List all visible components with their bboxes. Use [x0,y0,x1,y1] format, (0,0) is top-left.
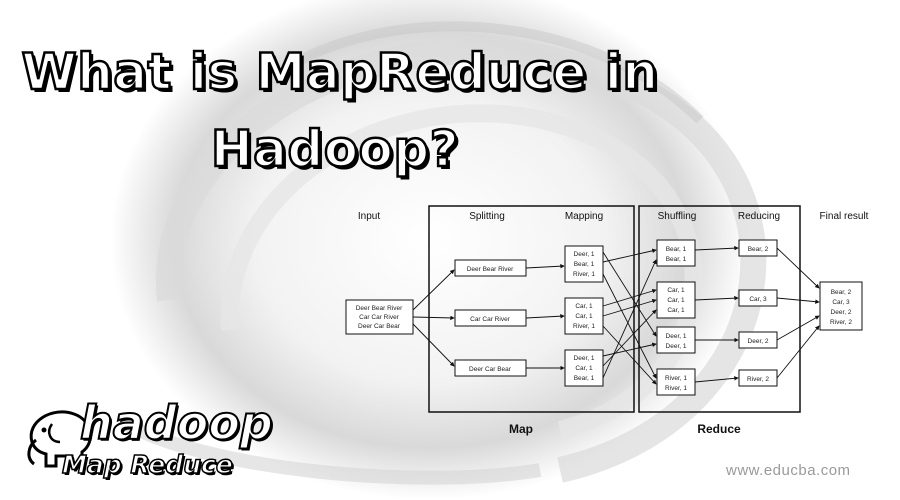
hadoop-logo-word: hadoop [79,396,274,450]
page-title-line2: Hadoop? [210,120,460,178]
stage-header-input: Input [358,211,380,222]
shuffle-box-car: Car, 1 Car, 1 Car, 1 [656,281,696,319]
group-label-map: Map [509,422,533,436]
final-entry: Bear, 2 [831,289,852,296]
split-text: Deer Car Bear [469,366,512,373]
mapping-entry: Deer, 1 [574,355,595,362]
shuffle-entry: Deer, 1 [666,343,687,350]
reduce-box-1: Bear, 2 [738,239,778,257]
mapping-box-1: Deer, 1 Bear, 1 River, 1 [564,245,604,283]
shuffle-entry: River, 1 [665,385,687,392]
mapping-entry: Deer, 1 [574,251,595,258]
group-label-reduce: Reduce [697,422,741,436]
shuffle-entry: Car, 1 [667,307,685,314]
split-box-2: Car Car River [454,309,527,327]
mapping-entry: Bear, 1 [574,261,595,268]
mapping-entry: Car, 1 [575,365,593,372]
elephant-icon [27,410,92,468]
page-title-line1: What is MapReduce in [20,43,659,101]
stage-header-mapping: Mapping [565,211,603,222]
final-entry: River, 2 [830,319,852,326]
mapping-entry: River, 1 [573,271,595,278]
input-box: Deer Bear River Car Car River Deer Car B… [345,299,414,335]
stage-header-shuffling: Shuffling [658,211,697,222]
final-entry: Deer, 2 [831,309,852,316]
shuffle-box-deer: Deer, 1 Deer, 1 [656,326,696,354]
final-result-box: Bear, 2 Car, 3 Deer, 2 River, 2 [819,281,863,331]
mapping-entry: Car, 1 [575,303,593,310]
shuffle-entry: Bear, 1 [666,256,687,263]
input-line: Car Car River [359,314,400,321]
reduce-entry: River, 2 [747,376,769,383]
shuffle-entry: Deer, 1 [666,333,687,340]
reduce-entry: Car, 3 [749,296,767,303]
mapping-entry: River, 1 [573,323,595,330]
reduce-entry: Deer, 2 [748,338,769,345]
shuffle-entry: Car, 1 [667,287,685,294]
split-text: Car Car River [470,316,511,323]
watermark: www.educba.com [726,462,851,479]
split-text: Deer Bear River [467,266,514,273]
input-line: Deer Car Bear [358,323,401,330]
mapping-box-2: Car, 1 Car, 1 River, 1 [564,297,604,335]
shuffle-box-river: River, 1 River, 1 [656,368,696,396]
reduce-box-3: Deer, 2 [738,331,778,349]
input-line: Deer Bear River [356,305,403,312]
shuffle-entry: Car, 1 [667,297,685,304]
final-entry: Car, 3 [832,299,850,306]
shuffle-box-bear: Bear, 1 Bear, 1 [656,239,696,267]
mapping-entry: Car, 1 [575,313,593,320]
reduce-box-4: River, 2 [738,369,778,387]
stage-header-splitting: Splitting [469,211,505,222]
hadoop-logo-subtitle: Map Reduce [61,450,233,479]
stage-header-reducing: Reducing [738,211,780,222]
shuffle-entry: River, 1 [665,375,687,382]
mapping-entry: Bear, 1 [574,375,595,382]
split-box-1: Deer Bear River [454,259,527,277]
reduce-box-2: Car, 3 [738,289,778,307]
shuffle-entry: Bear, 1 [666,246,687,253]
stage-header-final: Final result [820,211,869,222]
mapping-box-3: Deer, 1 Car, 1 Bear, 1 [564,349,604,387]
split-box-3: Deer Car Bear [454,359,527,377]
flow-arrows [412,245,820,385]
reduce-entry: Bear, 2 [748,246,769,253]
